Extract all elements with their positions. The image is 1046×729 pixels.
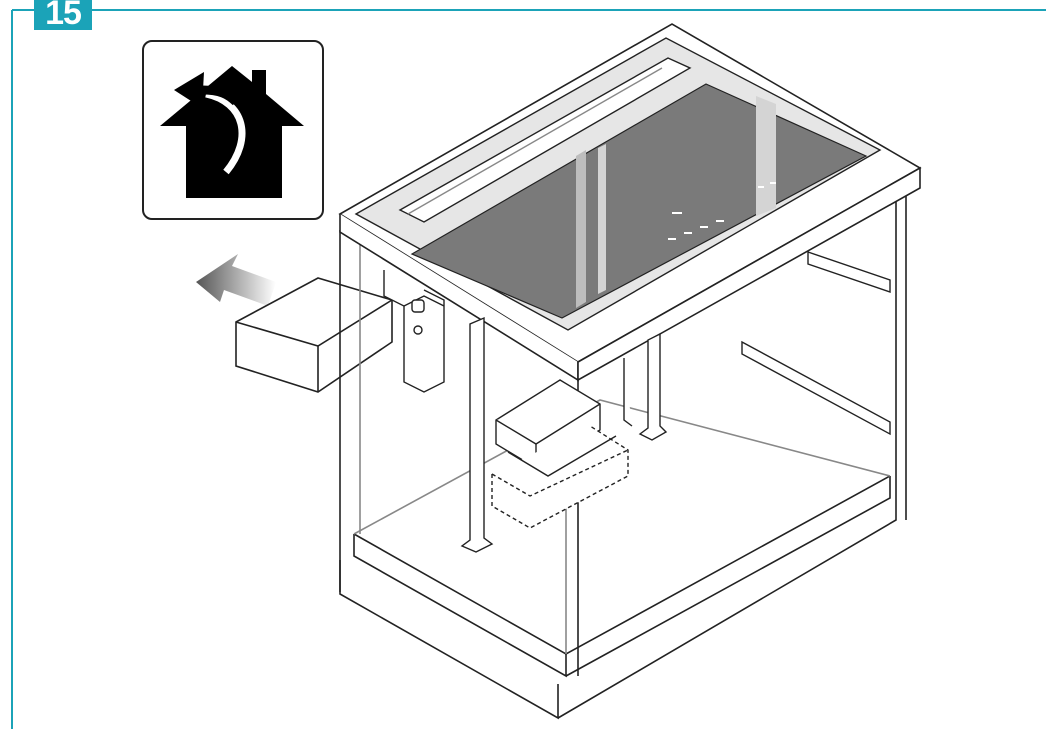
exhaust-duct (235, 277, 393, 393)
house-icon-box (142, 40, 324, 220)
support-legs (460, 316, 668, 553)
battens (741, 251, 891, 436)
touch-controls (668, 182, 776, 240)
cabinet (339, 196, 907, 720)
airflow-arrow-icon (196, 254, 276, 306)
step-number: 15 (34, 0, 92, 32)
downdraft-vent (398, 57, 692, 223)
house-vent-out-icon (160, 66, 304, 198)
fan-unit (383, 270, 629, 529)
cooktop-frame (354, 37, 882, 331)
